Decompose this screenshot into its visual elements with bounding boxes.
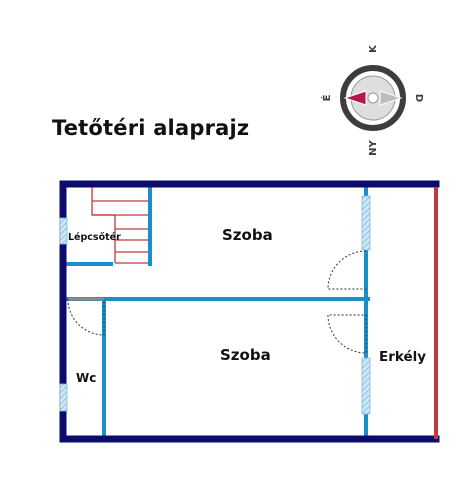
outer-walls	[59, 180, 440, 443]
door-swings	[67, 250, 367, 354]
compass-icon: K D NY É	[320, 44, 424, 156]
room-label-lower-room: Szoba	[220, 346, 271, 364]
window-wc	[59, 383, 68, 412]
inner-walls	[63, 187, 370, 438]
room-label-balcony: Erkély	[379, 349, 427, 365]
compass-north-label: K	[368, 44, 379, 53]
windows	[59, 195, 371, 415]
window-upper-balcony-door	[361, 195, 371, 251]
compass-south-label: NY	[368, 139, 379, 155]
compass-west-label: É	[320, 94, 333, 101]
door-swing-upper	[327, 250, 367, 290]
staircase-steps	[91, 187, 150, 264]
window-staircase	[59, 217, 68, 245]
room-label-upper-room: Szoba	[222, 226, 273, 244]
plan-title: Tetőtéri alaprajz	[52, 116, 250, 140]
room-label-staircase: Lépcsőtér	[68, 232, 121, 243]
room-label-wc: Wc	[76, 371, 97, 385]
door-swing-lower	[327, 314, 367, 354]
compass-east-label: D	[413, 94, 424, 102]
window-lower-balcony-door	[361, 357, 371, 415]
door-swing-wc	[67, 298, 105, 336]
